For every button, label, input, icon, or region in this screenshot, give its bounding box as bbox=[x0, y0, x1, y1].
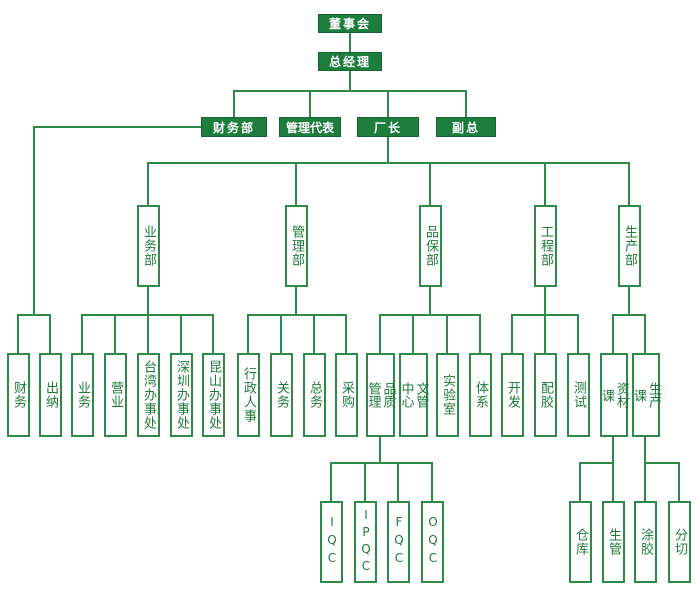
production-section-line2: 课 bbox=[631, 388, 646, 402]
sales-box: 业务 bbox=[71, 353, 94, 437]
coating-box: 涂胶 bbox=[634, 501, 657, 583]
compounding-box: 配胶 bbox=[534, 353, 557, 437]
quality-mgmt-box: 品质 管理 bbox=[365, 353, 396, 437]
quality-mgmt-line2: 管理 bbox=[365, 382, 381, 408]
business-dept-box: 业务部 bbox=[137, 205, 160, 287]
finance-dept-box: 财务部 bbox=[201, 117, 267, 137]
engineering-dept-box: 工程部 bbox=[534, 205, 557, 287]
marketing-box: 营业 bbox=[104, 353, 127, 437]
system-box: 体系 bbox=[469, 353, 492, 437]
warehouse-box: 仓库 bbox=[569, 501, 592, 583]
oqc-box: OQC bbox=[421, 501, 444, 583]
doc-center-line2: 中心 bbox=[398, 382, 414, 408]
gm-box: 总经理 bbox=[318, 52, 382, 71]
relations-box: 关务 bbox=[270, 353, 293, 437]
material-control-line1: 资材 bbox=[614, 382, 629, 408]
taiwan-office-box: 台湾办事处 bbox=[137, 353, 160, 437]
cutting-box: 分切 bbox=[668, 501, 691, 583]
material-control-line2: 课 bbox=[599, 388, 614, 402]
production-dept-box: 生产部 bbox=[618, 205, 641, 287]
mgmt-rep-box: 管理代表 bbox=[279, 117, 341, 137]
quality-mgmt-line1: 品质 bbox=[380, 382, 396, 408]
iqc-box: IQC bbox=[320, 501, 343, 583]
cashier-box: 出纳 bbox=[39, 353, 62, 437]
production-section-line1: 生产 bbox=[646, 382, 661, 408]
production-section-box: 生产 课 bbox=[631, 353, 661, 437]
material-control-box: 资材 课 bbox=[599, 353, 629, 437]
prod-control-box: 生管 bbox=[602, 501, 625, 583]
testing-box: 测试 bbox=[567, 353, 590, 437]
ipqc-box: IPQC bbox=[354, 501, 377, 583]
accounting-box: 财务 bbox=[7, 353, 30, 437]
general-affairs-box: 总务 bbox=[303, 353, 326, 437]
quality-dept-box: 品保部 bbox=[419, 205, 442, 287]
fqc-box: FQC bbox=[387, 501, 410, 583]
shenzhen-office-box: 深圳办事处 bbox=[170, 353, 193, 437]
development-box: 开发 bbox=[501, 353, 524, 437]
vice-gm-box: 副总 bbox=[436, 117, 496, 137]
doc-center-line1: 文管 bbox=[413, 382, 429, 408]
hr-box: 行政人事 bbox=[237, 353, 260, 437]
doc-center-box: 文管 中心 bbox=[398, 353, 429, 437]
board-box: 董事会 bbox=[318, 14, 382, 33]
admin-dept-box: 管理部 bbox=[285, 205, 308, 287]
lab-box: 实验室 bbox=[436, 353, 459, 437]
factory-director-box: 厂长 bbox=[357, 117, 419, 137]
kunshan-office-box: 昆山办事处 bbox=[202, 353, 225, 437]
purchasing-box: 采购 bbox=[335, 353, 358, 437]
